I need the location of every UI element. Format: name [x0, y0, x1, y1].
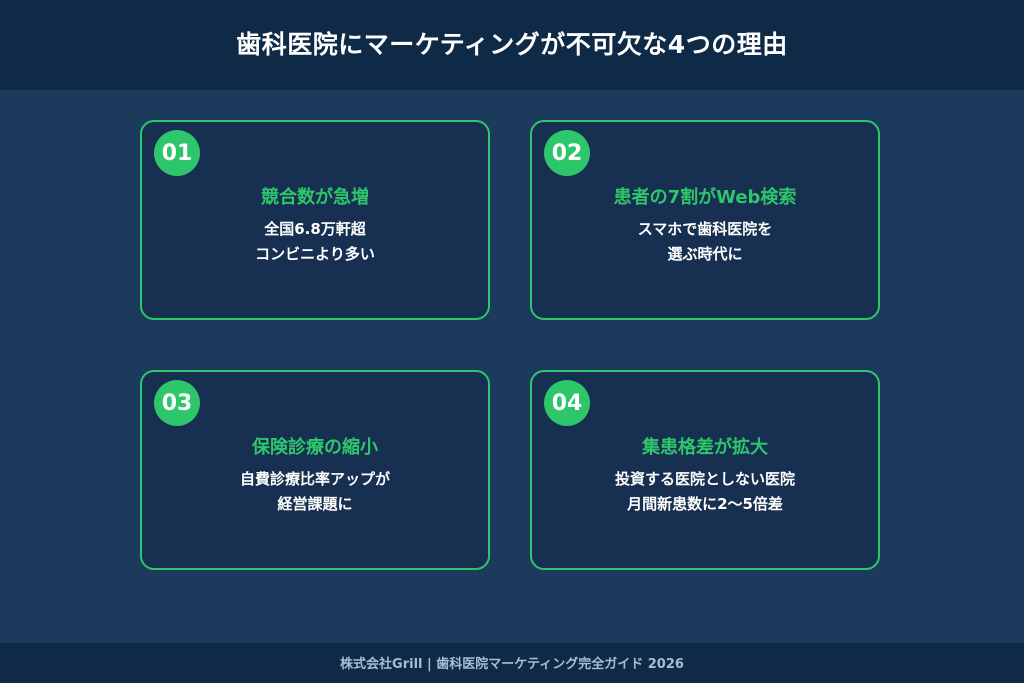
reason-card-04: 04 集患格差が拡大 投資する医院としない医院 月間新患数に2〜5倍差 — [530, 370, 880, 570]
number-badge: 03 — [154, 380, 200, 426]
card-body-line: 経営課題に — [277, 495, 353, 513]
card-body: 全国6.8万軒超 コンビニより多い — [142, 217, 488, 267]
card-heading: 集患格差が拡大 — [642, 437, 768, 458]
header-bar: 歯科医院にマーケティングが不可欠な4つの理由 — [0, 0, 1024, 90]
card-heading: 保険診療の縮小 — [252, 437, 378, 458]
footer-credit: 株式会社Grill | 歯科医院マーケティング完全ガイド 2026 — [340, 656, 684, 672]
number-badge: 01 — [154, 130, 200, 176]
reason-card-02: 02 患者の7割がWeb検索 スマホで歯科医院を 選ぶ時代に — [530, 120, 880, 320]
card-heading: 競合数が急増 — [261, 187, 369, 208]
card-body-line: コンビニより多い — [255, 245, 375, 263]
number-badge: 02 — [544, 130, 590, 176]
page-title: 歯科医院にマーケティングが不可欠な4つの理由 — [236, 30, 788, 59]
card-body-line: 選ぶ時代に — [667, 245, 743, 263]
number-badge: 04 — [544, 380, 590, 426]
card-heading: 患者の7割がWeb検索 — [613, 187, 797, 208]
reason-card-01: 01 競合数が急増 全国6.8万軒超 コンビニより多い — [140, 120, 490, 320]
card-body-line: 投資する医院としない医院 — [614, 470, 795, 488]
card-body-line: 月間新患数に2〜5倍差 — [627, 495, 783, 513]
card-body-line: スマホで歯科医院を — [637, 220, 773, 238]
reason-card-03: 03 保険診療の縮小 自費診療比率アップが 経営課題に — [140, 370, 490, 570]
card-body: 投資する医院としない医院 月間新患数に2〜5倍差 — [532, 467, 878, 517]
card-body: スマホで歯科医院を 選ぶ時代に — [532, 217, 878, 267]
card-body: 自費診療比率アップが 経営課題に — [142, 467, 488, 517]
card-body-line: 自費診療比率アップが — [239, 470, 390, 488]
card-body-line: 全国6.8万軒超 — [264, 220, 366, 238]
footer-bar: 株式会社Grill | 歯科医院マーケティング完全ガイド 2026 — [0, 643, 1024, 683]
